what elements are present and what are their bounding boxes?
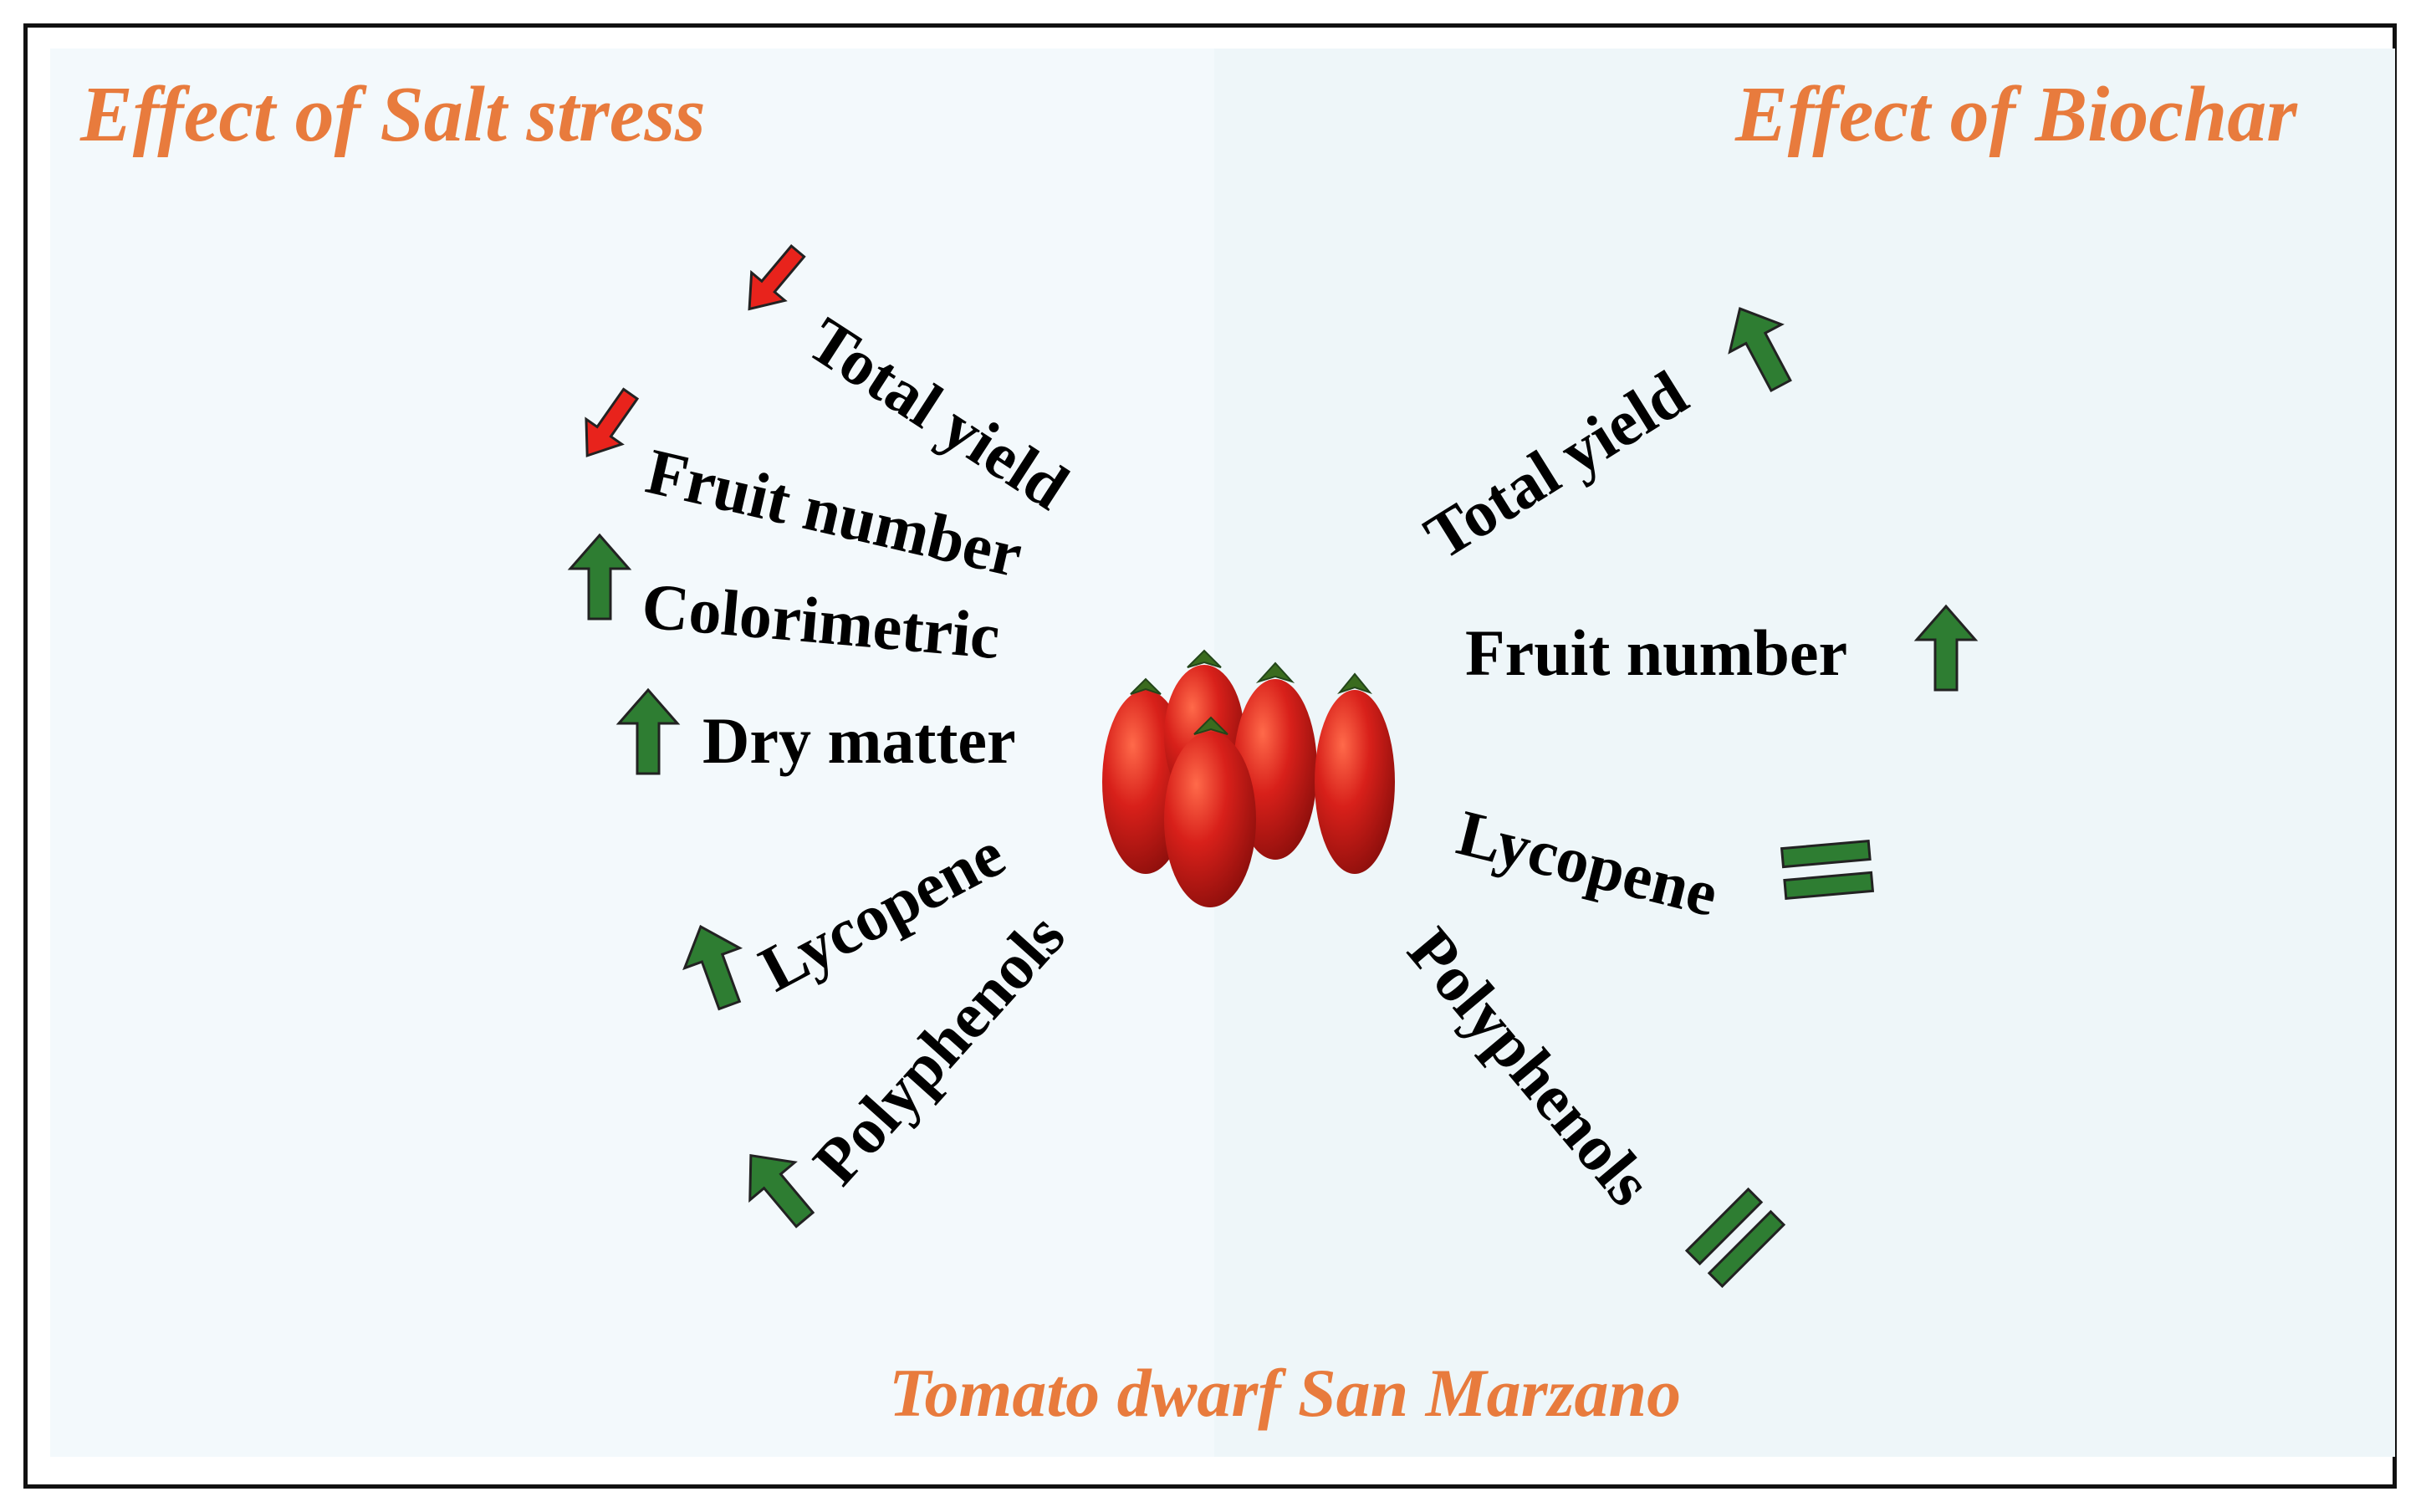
up-arrow-icon — [567, 533, 632, 621]
biochar-label-fruit-number: Fruit number — [1465, 616, 1848, 689]
up-arrow-icon — [615, 687, 681, 775]
biochar-panel — [1214, 49, 2395, 1457]
salt-stress-title: Effect of Salt stress — [80, 71, 706, 158]
biochar-title: Effect of Biochar — [1735, 71, 2297, 158]
equals-icon — [1780, 839, 1875, 901]
equals-icon — [1684, 1188, 1786, 1288]
salt-stress-panel — [50, 49, 1214, 1457]
up-arrow-icon — [1728, 307, 1792, 393]
up-arrow-icon — [748, 1153, 815, 1228]
tomato-cluster-icon — [1102, 649, 1395, 907]
down-arrow-icon — [585, 387, 640, 457]
salt-label-dry-matter: Dry matter — [702, 704, 1016, 777]
up-arrow-icon — [682, 924, 743, 1011]
down-arrow-icon — [748, 243, 806, 311]
up-arrow-icon — [1913, 604, 1979, 692]
figure-caption: Tomato dwarf San Marzano — [889, 1355, 1682, 1431]
